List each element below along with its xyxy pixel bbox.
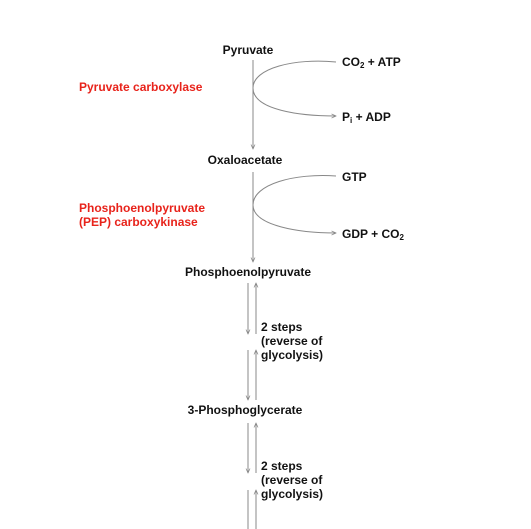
metabolite-pyruvate: Pyruvate [222, 43, 274, 57]
cofactor-atp-text: + ATP [364, 55, 401, 69]
reverse-steps-2-line3: glycolysis) [261, 487, 324, 501]
cofactor-pi-text: P [342, 110, 351, 124]
cofactor-curve-step2 [252, 175, 336, 233]
reverse-steps-2-line2: (reverse of [261, 473, 323, 487]
metabolite-phosphoenolpyruvate: Phosphoenolpyruvate [184, 265, 312, 279]
reverse-steps-note-1: 2 steps (reverse of glycolysis) [261, 320, 323, 362]
enzyme-pyruvate-carboxylase: Pyruvate carboxylase [79, 80, 203, 94]
metabolite-3-phosphoglycerate: 3-Phosphoglycerate [187, 403, 303, 417]
cofactor-gdp-co2-subscript: 2 [399, 233, 404, 242]
cofactor-gdp-co2-text: GDP + CO [342, 227, 400, 241]
enzyme-pepck-line1: Phosphoenolpyruvate [79, 201, 206, 215]
cofactor-co2-subscript: 2 [360, 61, 365, 70]
cofactor-gtp: GTP [342, 170, 367, 184]
cofactor-co2-atp: CO2 + ATP [342, 55, 401, 70]
cofactor-adp-text: + ADP [352, 110, 391, 124]
reverse-steps-2-line1: 2 steps [261, 459, 303, 473]
reverse-steps-1-line3: glycolysis) [261, 348, 324, 362]
reverse-steps-note-2: 2 steps (reverse of glycolysis) [261, 459, 323, 501]
metabolite-oxaloacetate: Oxaloacetate [207, 153, 283, 167]
reverse-steps-1-line2: (reverse of [261, 334, 323, 348]
cofactor-pi-adp: Pi + ADP [342, 110, 391, 125]
reverse-steps-1-line1: 2 steps [261, 320, 303, 334]
cofactor-co2-text: CO [342, 55, 360, 69]
cofactor-pi-subscript: i [350, 116, 353, 125]
cofactor-gdp-co2: GDP + CO2 [342, 227, 404, 242]
cofactor-curve-step1 [252, 60, 336, 116]
enzyme-pepck-line2: (PEP) carboxykinase [79, 215, 198, 229]
